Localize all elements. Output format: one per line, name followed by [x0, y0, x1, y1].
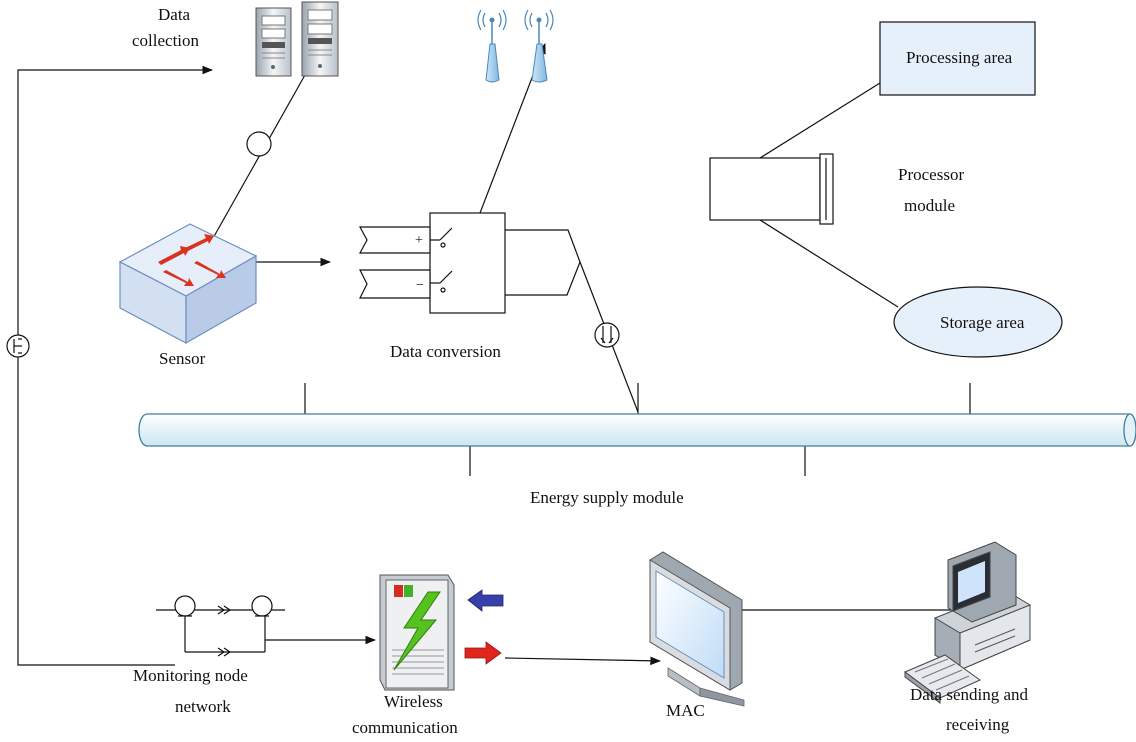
- sensor-switch[interactable]: [118, 223, 258, 345]
- network-node-1: [174, 595, 196, 617]
- processor-module[interactable]: [709, 153, 834, 225]
- data-sending-label-line2: receiving: [946, 715, 1010, 734]
- line-symbols: [6, 131, 620, 358]
- desktop-computer-icon: [934, 541, 1031, 671]
- blue-arrow-icon: [467, 589, 504, 612]
- processor-module-label-line1: Processor: [898, 165, 964, 184]
- mac-monitor[interactable]: [649, 551, 745, 707]
- keyboard-icon: [904, 654, 981, 704]
- processor-to-storage-line: [759, 219, 899, 308]
- wireless-communication-label-line2: communication: [352, 718, 458, 737]
- conversion-box: [429, 212, 506, 314]
- energy-supply-module-label: Energy supply module: [530, 488, 684, 507]
- monitoring-node-network-label-line1: Monitoring node: [133, 666, 248, 685]
- processing-area-label: Processing area: [906, 48, 1013, 67]
- monitoring-node-network-label-line2: network: [175, 697, 231, 716]
- switch-minus-sign: −: [416, 278, 424, 293]
- monitoring-node-network[interactable]: [156, 595, 285, 657]
- conversion-input-plus: [358, 226, 431, 254]
- network-node-2: [251, 595, 273, 617]
- server-icon: [255, 7, 292, 77]
- sensor-line-circle-symbol: [246, 131, 272, 157]
- sensor-label: Sensor: [159, 349, 206, 368]
- red-arrow-icon: [464, 641, 502, 665]
- processor-to-processing-line: [759, 82, 881, 159]
- data-collection-servers[interactable]: [255, 1, 339, 77]
- data-conversion-label: Data conversion: [390, 342, 501, 361]
- processing-area[interactable]: Processing area: [879, 21, 1036, 96]
- data-sending-receiving-pc[interactable]: [904, 541, 1031, 704]
- data-sending-label-line1: Data sending and: [910, 685, 1029, 704]
- wireless-communication-label-line1: Wireless: [384, 692, 443, 711]
- data-conversion-block[interactable]: [358, 212, 506, 314]
- storage-area[interactable]: Storage area: [893, 286, 1063, 358]
- storage-area-label: Storage area: [940, 313, 1025, 332]
- processor-module-box: [709, 157, 821, 221]
- antenna-icon: [477, 9, 507, 83]
- feedback-loop-line: [17, 65, 214, 666]
- server-icon: [301, 1, 339, 77]
- wireless-lightning-icon: [379, 574, 455, 691]
- energy-supply-bus[interactable]: [138, 413, 1136, 447]
- feedback-line-capacitor-symbol: [6, 334, 30, 358]
- mac-label: MAC: [666, 701, 705, 720]
- wireless-communication[interactable]: [379, 574, 504, 691]
- network-switch-icon: [118, 223, 258, 345]
- data-collection-label-line2: collection: [132, 31, 200, 50]
- switch-plus-sign: +: [415, 233, 423, 248]
- sensor-to-server-line: [211, 74, 306, 241]
- processor-module-label-line2: module: [904, 196, 955, 215]
- conversion-input-minus: [359, 269, 431, 299]
- bus-line-ground-symbol: [594, 322, 620, 348]
- conversion-output-line: [505, 229, 581, 296]
- wireless-to-mac-line: [504, 656, 662, 666]
- monitor-icon: [649, 551, 745, 707]
- antenna-icon: [524, 9, 554, 83]
- data-collection-label-line1: Data: [158, 5, 191, 24]
- antenna-group[interactable]: [477, 9, 554, 83]
